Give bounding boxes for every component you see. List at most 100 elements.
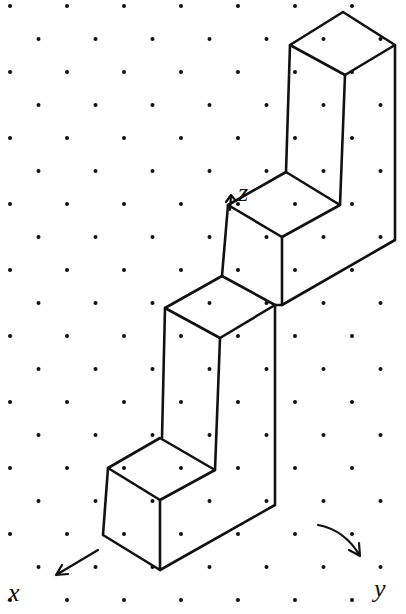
grid-dot [94, 103, 98, 107]
grid-dot [293, 598, 297, 602]
grid-dot [37, 37, 41, 41]
grid-dot [179, 400, 183, 404]
grid-dot [37, 433, 41, 437]
grid-dot [94, 301, 98, 305]
grid-dot [293, 136, 297, 140]
grid-dot [122, 400, 126, 404]
grid-dot [151, 499, 155, 503]
grid-dot [179, 202, 183, 206]
grid-dot [350, 532, 354, 536]
grid-dot [293, 70, 297, 74]
cube-front-edges [103, 468, 160, 570]
column-top-face [290, 12, 395, 75]
grid-dot [236, 532, 240, 536]
grid-dot [37, 565, 41, 569]
grid-dot [236, 598, 240, 602]
grid-dot [208, 367, 212, 371]
grid-dot [236, 268, 240, 272]
grid-dot [322, 367, 326, 371]
step-top-face [228, 172, 340, 237]
grid-dot [122, 70, 126, 74]
grid-dot [379, 103, 383, 107]
grid-dot [179, 4, 183, 8]
grid-dot [265, 367, 269, 371]
grid-dot [208, 169, 212, 173]
grid-dot [37, 169, 41, 173]
grid-dot [37, 103, 41, 107]
grid-dot [236, 70, 240, 74]
grid-dot [179, 532, 183, 536]
tall-top-face [165, 276, 275, 338]
grid-dot [94, 235, 98, 239]
grid-dot [8, 4, 12, 8]
grid-dot [151, 169, 155, 173]
grid-dot [265, 37, 269, 41]
grid-dot [379, 565, 383, 569]
grid-dot [37, 235, 41, 239]
grid-dot [151, 103, 155, 107]
upper-bottom-edge [282, 45, 395, 305]
grid-dot [236, 400, 240, 404]
grid-dot [265, 499, 269, 503]
grid-dot [322, 433, 326, 437]
grid-dot [322, 565, 326, 569]
grid-dot [208, 499, 212, 503]
grid-dot [350, 268, 354, 272]
grid-dot [122, 136, 126, 140]
grid-dot [122, 532, 126, 536]
cube-top-face [108, 438, 215, 500]
grid-dot [122, 268, 126, 272]
grid-dot [379, 367, 383, 371]
grid-dot [236, 136, 240, 140]
grid-dot [293, 268, 297, 272]
grid-dot [322, 301, 326, 305]
grid-dot [379, 169, 383, 173]
grid-dot [379, 301, 383, 305]
grid-dot [8, 334, 12, 338]
grid-dot [122, 4, 126, 8]
grid-dot [94, 565, 98, 569]
x-axis-arrow [56, 550, 98, 575]
grid-dot [37, 301, 41, 305]
step-front [222, 205, 282, 305]
grid-dot [350, 136, 354, 140]
grid-dot [8, 70, 12, 74]
grid-dot [350, 4, 354, 8]
grid-dot [179, 466, 183, 470]
grid-dot [293, 400, 297, 404]
grid-dot [65, 598, 69, 602]
grid-dot [293, 4, 297, 8]
grid-dot [293, 466, 297, 470]
grid-dot [265, 235, 269, 239]
grid-dot [208, 433, 212, 437]
grid-dot [265, 169, 269, 173]
grid-dot [8, 136, 12, 140]
grid-dot [65, 136, 69, 140]
grid-dot [208, 37, 212, 41]
grid-dot [208, 301, 212, 305]
z-axis-arrow [226, 195, 236, 210]
grid-dot [8, 268, 12, 272]
grid-dot [179, 70, 183, 74]
grid-dot [151, 235, 155, 239]
grid-dot [8, 532, 12, 536]
tall-front-edge [215, 338, 220, 470]
grid-dot [322, 235, 326, 239]
y-axis-arrow [318, 525, 360, 556]
tall-left-edge [162, 308, 165, 438]
grid-dot [122, 202, 126, 206]
grid-dot [65, 532, 69, 536]
grid-dot [265, 103, 269, 107]
column-front-edge [340, 75, 345, 205]
grid-dot [65, 466, 69, 470]
grid-dot [122, 598, 126, 602]
grid-dot [322, 499, 326, 503]
grid-dot [322, 37, 326, 41]
grid-dot [65, 400, 69, 404]
grid-dot [379, 433, 383, 437]
axis-label: x [8, 580, 20, 606]
grid-dot [293, 334, 297, 338]
grid-dot [350, 334, 354, 338]
